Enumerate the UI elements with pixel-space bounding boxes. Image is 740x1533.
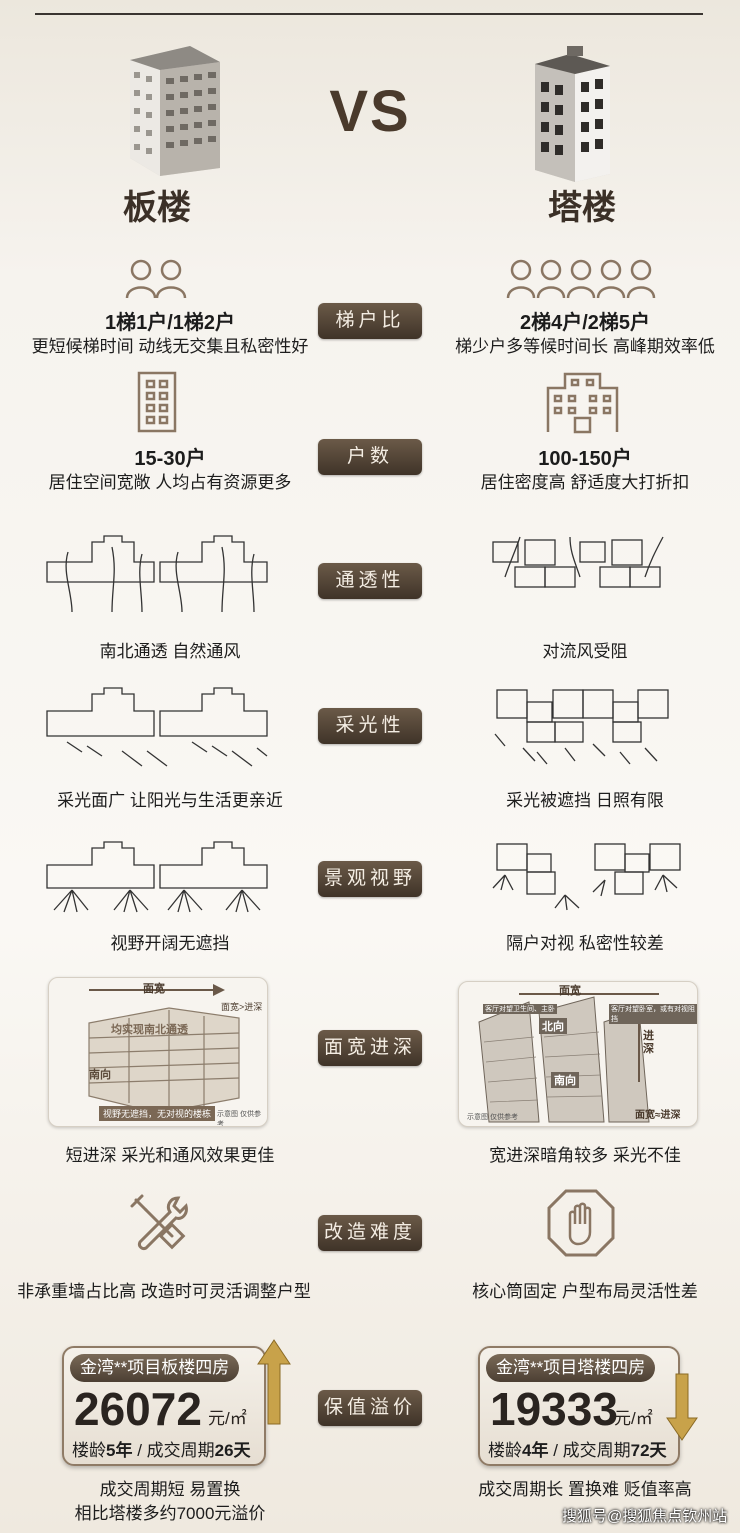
down-arrow-icon — [666, 1373, 698, 1441]
slab-view-plan — [46, 841, 268, 913]
tower-price-card-title: 金湾**项目塔楼四房 — [486, 1354, 656, 1382]
right-elevator-desc: 梯少户多等候时间长 高峰期效率低 — [455, 337, 715, 356]
pill-household-count: 户数 — [318, 439, 422, 475]
left-view-desc: 视野开阔无遮挡 — [110, 934, 230, 953]
slab-width-depth-drawing — [88, 984, 240, 1114]
tower-diagram-note: 示意图 仅供参考 — [467, 1114, 518, 1121]
small-building-icon — [137, 371, 177, 433]
slab-price-card: 金湾**项目板楼四房 26072 元/㎡ 楼龄5年 / 成交周期26天 — [62, 1346, 266, 1466]
slab-age-cycle: 楼龄5年 / 成交周期26天 — [72, 1441, 251, 1460]
slab-building-title: 板楼 — [123, 189, 191, 227]
slab-diagram-bottom-label: 视野无遮挡，无对视的楼栋 — [99, 1106, 216, 1121]
vs-label: VS — [329, 79, 411, 144]
watermark: 搜狐号@搜狐焦点钦州站 — [562, 1508, 728, 1525]
left-elevator-desc: 更短候梯时间 动线无交集且私密性好 — [31, 337, 309, 356]
stop-hand-icon — [547, 1189, 615, 1257]
right-elevator-ratio: 2梯4户/2梯5户 — [519, 312, 651, 334]
left-household-desc: 居住空间宽敞 人均占有资源更多 — [48, 473, 292, 492]
left-household-count: 15-30户 — [134, 448, 206, 470]
tower-diagram-bottom-label: 面宽≈进深 — [635, 1110, 681, 1121]
pill-view: 景观视野 — [318, 861, 422, 897]
right-household-count: 100-150户 — [538, 448, 632, 470]
tower-diagram-side-label: 进深 — [643, 1030, 654, 1055]
right-household-desc: 居住密度高 舒适度大打折扣 — [480, 473, 690, 492]
slab-diagram-top-label: 面宽 — [143, 983, 165, 995]
tower-price-card: 金湾**项目塔楼四房 19333 元/㎡ 楼龄4年 / 成交周期72天 — [478, 1346, 680, 1466]
slab-age-label: 楼龄 — [72, 1441, 106, 1460]
tools-icon — [130, 1194, 188, 1250]
pill-elevator-ratio: 梯户比 — [318, 303, 422, 339]
tower-ventilation-plan — [492, 536, 664, 588]
tower-cycle-value: 72天 — [630, 1441, 667, 1460]
pill-value-retention: 保值溢价 — [318, 1390, 422, 1426]
slab-diagram-side-label: 面宽>进深 — [221, 1002, 263, 1012]
slab-price-card-title: 金湾**项目板楼四房 — [70, 1354, 240, 1382]
left-ventilation-desc: 南北通透 自然通风 — [99, 642, 241, 661]
left-daylight-desc: 采光面广 让阳光与生活更亲近 — [57, 791, 283, 810]
tower-age-value: 4年 — [522, 1441, 549, 1460]
left-value-desc: 成交周期短 易置换 — [99, 1480, 241, 1499]
right-value-desc: 成交周期长 置换难 贬值率高 — [478, 1480, 692, 1499]
tower-view-plan — [492, 843, 681, 911]
five-people-icon — [506, 259, 656, 299]
tower-price-value: 19333 — [490, 1383, 618, 1435]
tower-diagram-room-label-2: 南向 — [551, 1072, 579, 1088]
left-renovation-desc: 非承重墙占比高 改造时可灵活调整户型 — [17, 1282, 311, 1301]
left-elevator-ratio: 1梯1户/1梯2户 — [104, 312, 236, 334]
tower-price-unit: 元/㎡ — [614, 1409, 653, 1428]
slab-building-icon — [130, 46, 220, 176]
slab-width-depth-diagram: 面宽 面宽>进深 均实现南北通透 南向 视野无遮挡，无对视的楼栋 示意图 仅供参… — [48, 977, 268, 1127]
slab-diagram-note: 示意图 仅供参考 — [217, 1111, 261, 1127]
slab-cycle-label: 成交周期 — [146, 1441, 215, 1460]
right-renovation-desc: 核心筒固定 户型布局灵活性差 — [472, 1282, 698, 1301]
right-daylight-desc: 采光被遮挡 日照有限 — [506, 791, 664, 810]
tower-cycle-label: 成交周期 — [562, 1441, 631, 1460]
two-people-icon — [125, 259, 187, 299]
pill-width-depth: 面宽进深 — [318, 1030, 422, 1066]
top-divider — [35, 13, 703, 15]
slab-diagram-room-label: 南向 — [89, 1069, 111, 1081]
tower-age-label: 楼龄 — [488, 1441, 522, 1460]
tower-diagram-callout-2: 客厅对望卧室，或有对视阻挡 — [609, 1004, 697, 1024]
slab-price-value: 26072 — [74, 1383, 202, 1435]
slab-daylight-plan — [46, 687, 268, 767]
right-width-depth-desc: 宽进深暗角较多 采光不佳 — [489, 1146, 681, 1165]
slab-ventilation-plan — [46, 535, 268, 613]
large-building-icon — [546, 372, 619, 434]
right-view-desc: 隔户对视 私密性较差 — [506, 934, 664, 953]
pill-daylight: 采光性 — [318, 708, 422, 744]
left-value-premium: 相比塔楼多约7000元溢价 — [74, 1504, 266, 1523]
slab-cycle-value: 26天 — [214, 1441, 251, 1460]
up-arrow-icon — [257, 1339, 291, 1425]
tower-building-icon — [535, 46, 610, 182]
left-width-depth-desc: 短进深 采光和通风效果更佳 — [65, 1146, 275, 1165]
tower-width-depth-diagram: 面宽 进深 北向 南向 客厅对望卫生间、主卧 客厅对望卧室，或有对视阻挡 面宽≈… — [458, 981, 698, 1127]
tower-diagram-callout-1: 客厅对望卫生间、主卧 — [483, 1004, 557, 1014]
slab-age-value: 5年 — [106, 1441, 133, 1460]
slab-price-unit: 元/㎡ — [208, 1409, 247, 1428]
slab-diagram-mid-label: 均实现南北通透 — [111, 1024, 188, 1036]
tower-diagram-room-label: 北向 — [539, 1018, 567, 1034]
tower-daylight-plan — [494, 689, 669, 765]
pill-renovation: 改造难度 — [318, 1215, 422, 1251]
pill-ventilation: 通透性 — [318, 563, 422, 599]
right-ventilation-desc: 对流风受阻 — [542, 642, 628, 661]
tower-diagram-top-label: 面宽 — [559, 985, 581, 997]
tower-age-cycle: 楼龄4年 / 成交周期72天 — [488, 1441, 667, 1460]
tower-building-title: 塔楼 — [548, 189, 616, 227]
